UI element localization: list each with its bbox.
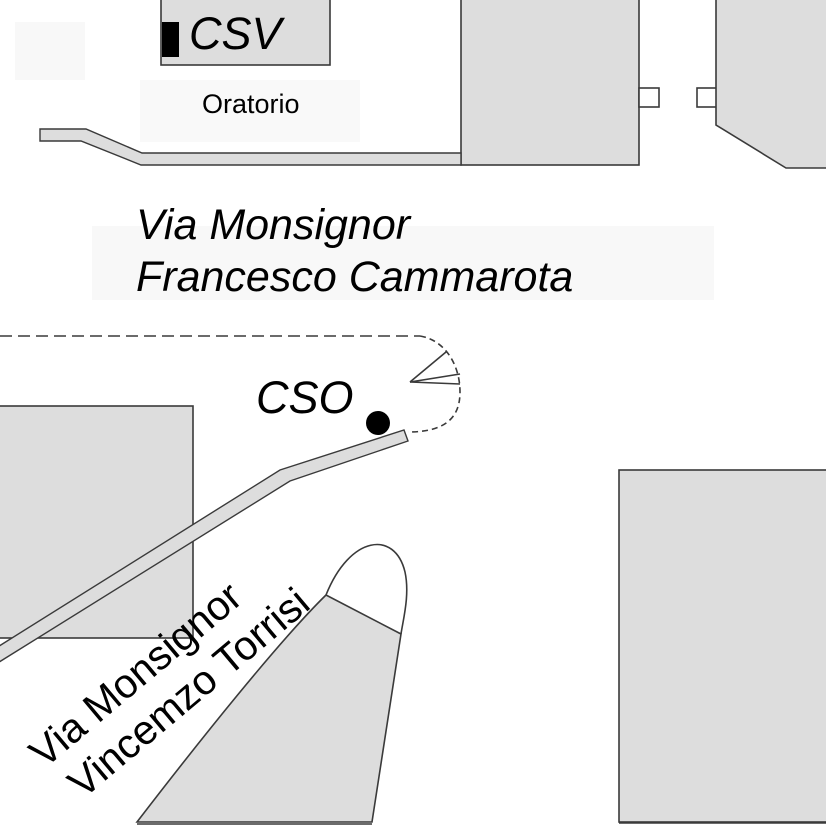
- turnaround-line-3: [409, 381, 461, 385]
- csv-label: CSV: [189, 8, 282, 59]
- sidewalk-diagonal: [0, 429, 409, 663]
- cso-marker: [366, 411, 390, 435]
- cso-label: CSO: [256, 372, 354, 423]
- building-notch-right: [696, 87, 718, 108]
- csv-marker: [162, 22, 179, 57]
- csv-building: [160, 0, 331, 66]
- building-bottom-curved: [135, 594, 402, 823]
- oratorio-label-background: [140, 80, 360, 142]
- street-label-cammarota-line1: Via Monsignor: [136, 201, 411, 249]
- street-label-background: [92, 226, 714, 300]
- building-top-center: [460, 0, 640, 166]
- oratorio-label: Oratorio: [202, 89, 300, 119]
- building-bottom-curved-cap: [325, 543, 408, 635]
- turnaround-boundary: [407, 335, 461, 433]
- building-bottom-right: [618, 469, 826, 823]
- building-middle-left: [0, 405, 194, 639]
- turnaround-line-1: [409, 373, 461, 383]
- building-top-right: [715, 0, 826, 169]
- label-background-left: [15, 22, 85, 80]
- street-label-cammarota-line2: Francesco Cammarota: [136, 252, 574, 301]
- street-label-cammarota: Via Monsignor Francesco Cammarota: [136, 200, 573, 303]
- sidewalk-oratorio: [39, 128, 462, 166]
- building-notch-left: [638, 87, 660, 108]
- turnaround-line-2: [409, 351, 447, 383]
